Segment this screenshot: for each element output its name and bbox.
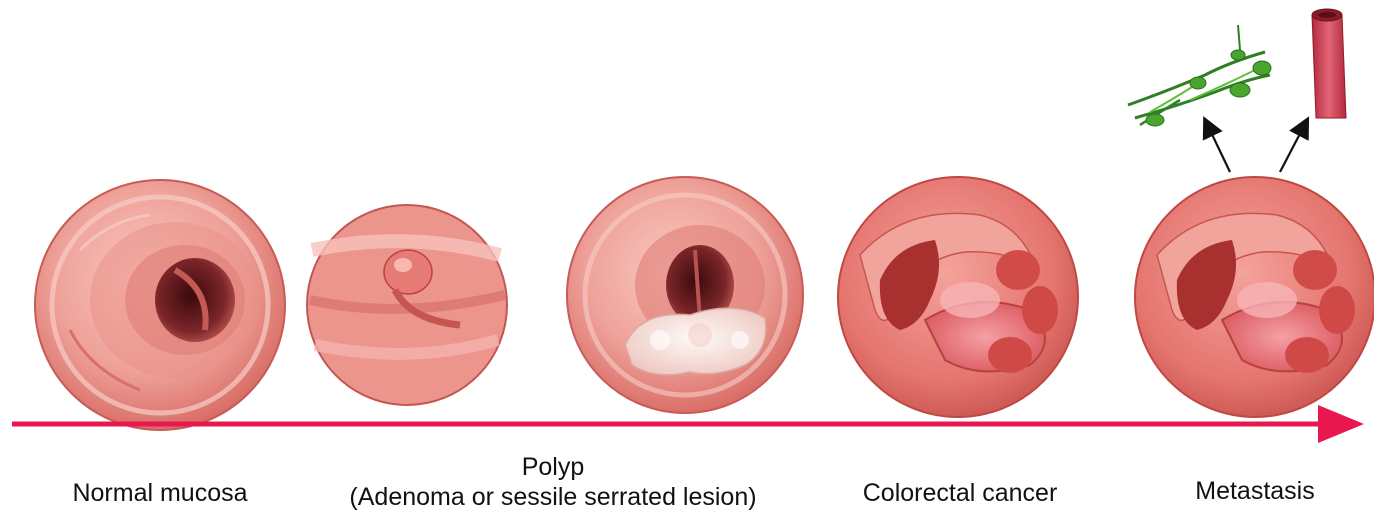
arrow-to-vessel xyxy=(1280,126,1304,172)
blood-vessel-icon xyxy=(1312,9,1346,118)
label-polyp-subtitle: (Adenoma or sessile serrated lesion) xyxy=(349,482,756,512)
label-normal-mucosa: Normal mucosa xyxy=(72,478,247,508)
adenoma-illustration xyxy=(567,177,803,413)
label-metastasis: Metastasis xyxy=(1195,476,1314,506)
colorectal-cancer-illustration xyxy=(838,177,1078,417)
polyp-surface-illustration xyxy=(307,205,507,405)
label-polyp: Polyp xyxy=(522,452,585,482)
normal-mucosa-illustration xyxy=(35,180,285,430)
arrow-to-lymphatic xyxy=(1208,126,1230,172)
label-colorectal-cancer: Colorectal cancer xyxy=(863,478,1058,508)
lymphatic-vessel-icon xyxy=(1128,25,1271,126)
metastasis-illustration xyxy=(1135,126,1374,417)
